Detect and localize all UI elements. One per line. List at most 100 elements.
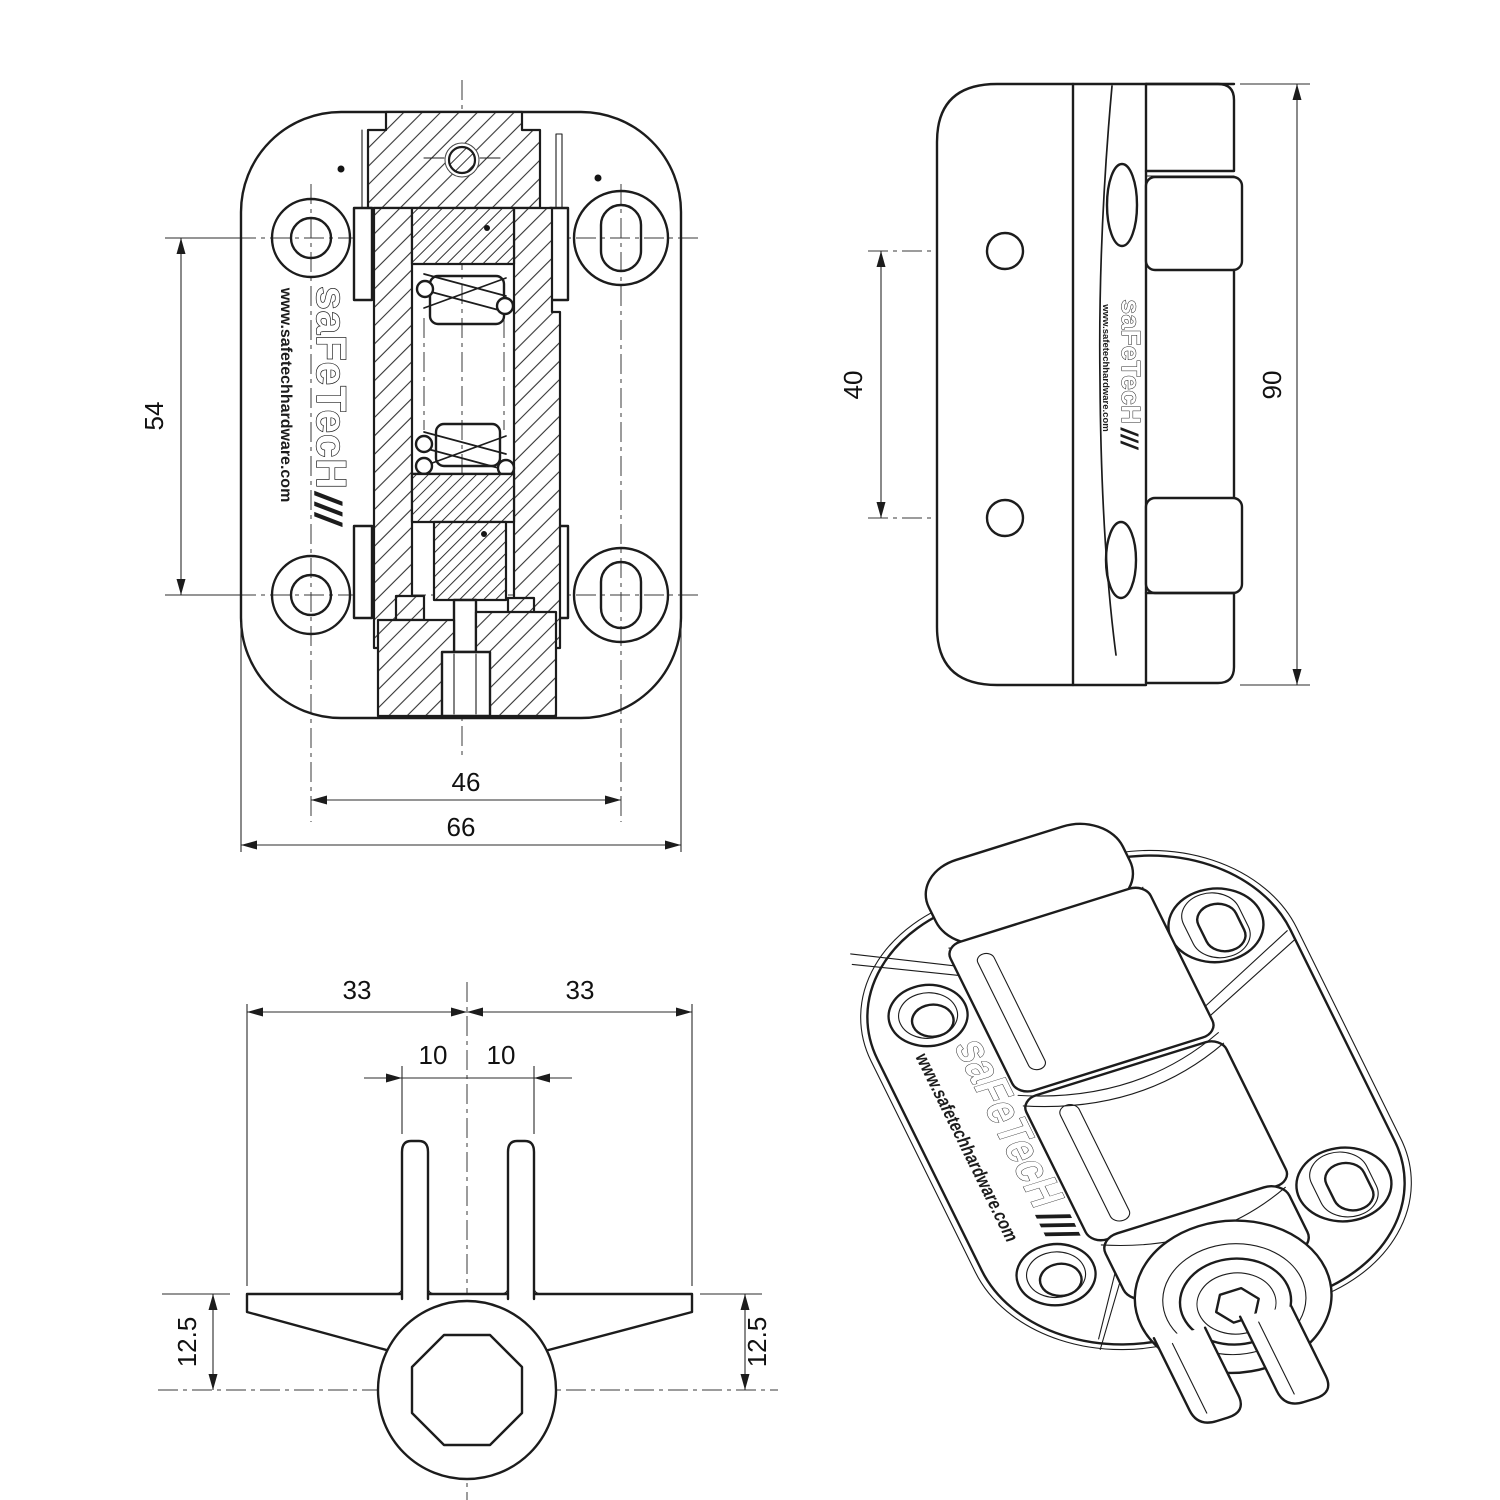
drawing-primitive [676, 1007, 692, 1017]
front-hole-top-right-slot [572, 189, 670, 287]
dim-66-label: 66 [447, 812, 476, 842]
side-leaf-plate [935, 82, 1075, 687]
drawing-primitive [453, 653, 477, 715]
pin-channel [452, 598, 478, 654]
drawing-primitive [572, 546, 670, 644]
drawing-primitive [1154, 1323, 1247, 1427]
bottom-prong-left [400, 1139, 430, 1301]
side-barrel [1144, 82, 1244, 685]
iso-knuckle-slits [848, 831, 1445, 1365]
drawing-primitive [1319, 1158, 1379, 1215]
front-hole-bottom-left [270, 554, 352, 636]
front-hole-bottom-right-slot [572, 546, 670, 644]
bottom-view: 33 33 10 10 12.5 12.5 [158, 975, 778, 1500]
drawing-primitive [467, 1007, 483, 1017]
dim-33-pair: 33 33 [246, 975, 693, 1286]
drawing-primitive [605, 795, 621, 805]
drawing-primitive [1034, 1259, 1087, 1301]
drawing-primitive [1240, 1301, 1334, 1407]
drawing-primitive [1144, 175, 1244, 272]
logo-slashes: /// [306, 490, 348, 527]
drawing-primitive [594, 174, 602, 182]
front-logo: saFeTecH /// www.safetechhardware.com [277, 286, 356, 528]
drawing-primitive [386, 1073, 402, 1083]
drawing-primitive [534, 1073, 550, 1083]
drawing-primitive [270, 554, 352, 636]
drawing-primitive [311, 795, 327, 805]
drawing-primitive [1172, 1344, 1206, 1414]
front-mechanism-section [337, 110, 602, 718]
drawing-primitive [1018, 1033, 1233, 1126]
drawing-primitive [1144, 496, 1244, 595]
drawing-primitive [1173, 886, 1258, 965]
side-slot-lower [1104, 520, 1138, 600]
lower-spring [414, 422, 516, 478]
drawing-primitive [208, 1294, 218, 1310]
side-slot-upper [1105, 162, 1139, 248]
isometric-view: saFeTecH /// www.safetechhardware.com [796, 777, 1500, 1474]
drawing-primitive [165, 237, 240, 596]
drawing-primitive [270, 197, 352, 279]
dim-125-right: 12.5 [700, 1293, 772, 1390]
drawing-primitive [665, 840, 681, 850]
drawing-primitive [1240, 83, 1310, 686]
drawing-primitive [176, 579, 186, 595]
dim-125-left-label: 12.5 [172, 1317, 202, 1368]
drawing-primitive [1259, 1322, 1295, 1394]
drawing-primitive [599, 203, 643, 273]
drawing-primitive [240, 622, 682, 852]
logo-slashes: /// [1115, 427, 1142, 450]
drawing-primitive [1292, 84, 1302, 100]
side-view: 40 90 saFeTecH /// www.safetechhardware.… [838, 82, 1310, 687]
drawing-primitive [247, 1007, 263, 1017]
drawing-primitive [415, 279, 435, 299]
drawing-primitive [876, 502, 886, 518]
ear-tab [352, 206, 374, 302]
drawing-primitive [1071, 82, 1236, 687]
bottom-pin [440, 650, 492, 718]
dim-125-right-label: 12.5 [742, 1317, 772, 1368]
front-view: 54 46 66 saFeTecH /// www.safetechhardwa… [139, 80, 702, 852]
ear-tab [352, 524, 374, 620]
right-wall-section [512, 206, 562, 650]
bottom-hex-socket [410, 1333, 524, 1447]
plunger-upper [410, 472, 516, 524]
side-logo: saFeTecH /// www.safetechhardware.com [1100, 299, 1147, 450]
drawing-primitive [975, 951, 1048, 1071]
dim-33-right-label: 33 [566, 975, 595, 1005]
drawing-primitive [495, 296, 515, 316]
bottom-boss [376, 1299, 558, 1481]
dim-33-left-label: 33 [343, 975, 372, 1005]
drawing-primitive [208, 1374, 218, 1390]
dim-125-left: 12.5 [162, 1293, 230, 1390]
drawing-primitive [1301, 1145, 1386, 1224]
iso-hole-slot-top [1155, 877, 1278, 973]
dim-54: 54 [139, 237, 240, 596]
drawing-primitive [599, 560, 643, 630]
drawing-primitive [423, 273, 507, 313]
drawing-primitive [876, 251, 886, 267]
drawing-primitive [572, 189, 670, 287]
dim-46: 46 [311, 767, 621, 805]
plunger-lower [432, 520, 508, 602]
dim-90-label: 90 [1257, 371, 1287, 400]
side-hole-upper [985, 231, 1025, 271]
drawing-primitive [176, 238, 186, 254]
drawing-primitive [414, 456, 434, 476]
drawing-primitive [906, 1000, 959, 1042]
drawing-primitive [434, 422, 502, 468]
side-hole-lower [985, 498, 1025, 538]
clip-left [394, 594, 426, 622]
dim-10-right-label: 10 [487, 1040, 516, 1070]
drawing-primitive [451, 1007, 467, 1017]
drawing-primitive [393, 1286, 543, 1295]
drawing-primitive [361, 129, 563, 209]
dim-40: 40 [838, 251, 886, 518]
drawing-primitive [289, 216, 333, 260]
drawing-primitive [414, 434, 434, 454]
drawing-primitive [1057, 1102, 1133, 1223]
drawing-primitive [1292, 669, 1302, 685]
iso-hole-round-top [877, 976, 979, 1056]
